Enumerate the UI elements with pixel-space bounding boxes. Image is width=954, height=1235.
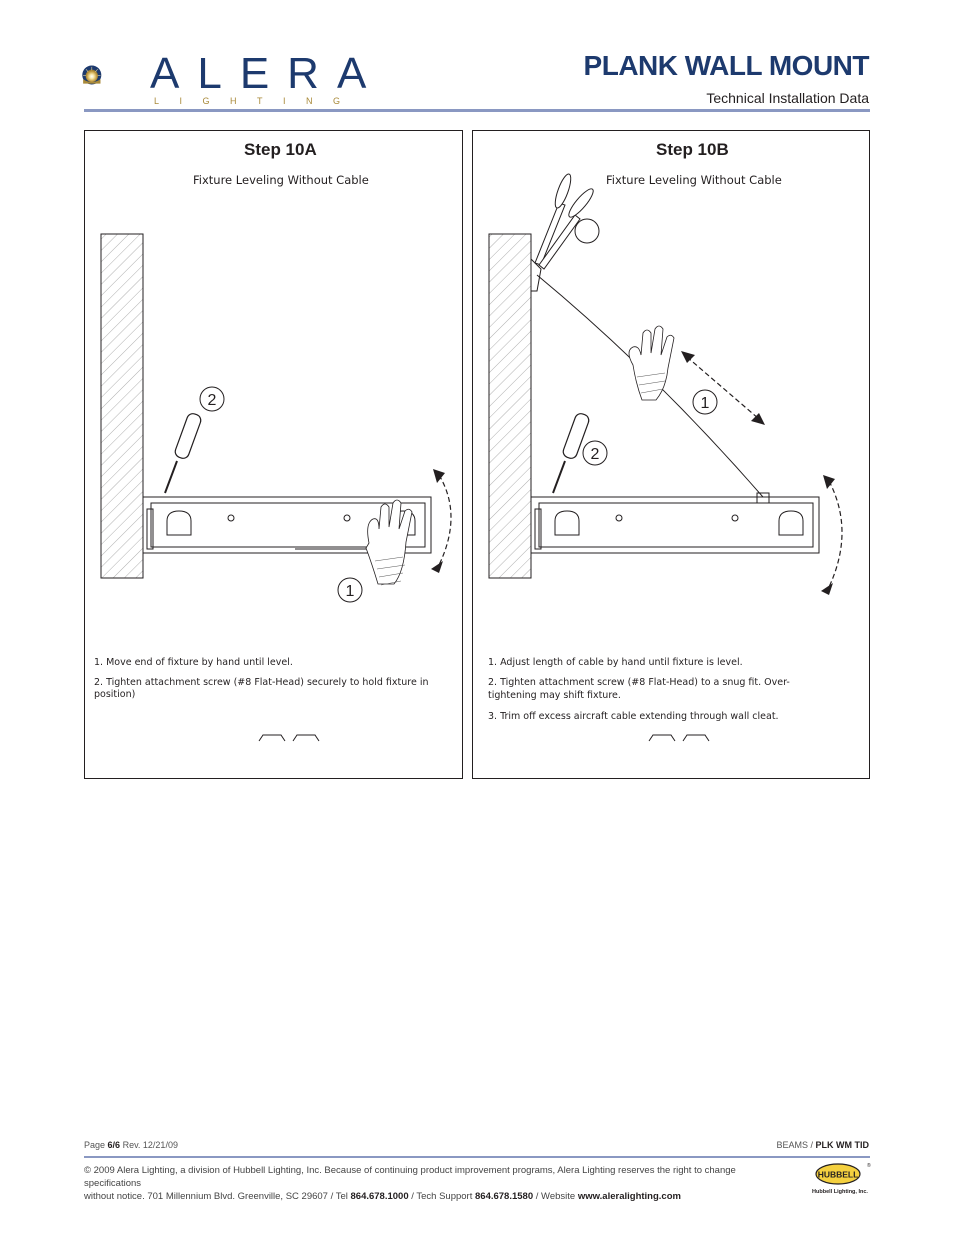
hand-icon bbox=[365, 499, 413, 586]
tel-number: 864.678.1000 bbox=[350, 1191, 409, 1202]
step-10b-callout-2: 2 bbox=[582, 440, 608, 466]
step-10a-title: Step 10A bbox=[244, 140, 317, 159]
brand-subtitle: LIGHTING bbox=[154, 96, 361, 106]
copyright-line-2: without notice. 701 Millennium Blvd. Gre… bbox=[84, 1190, 794, 1203]
step-10b-panel: Step 10B Fixture Leveling Without Cable bbox=[472, 130, 870, 779]
step-10a-subtitle: Fixture Leveling Without Cable bbox=[193, 173, 369, 187]
step-10b-note-1: 1. Adjust length of cable by hand until … bbox=[488, 657, 743, 668]
step-10a-callout-2: 2 bbox=[199, 386, 225, 412]
hubbell-caption: Hubbell Lighting, Inc. bbox=[812, 1189, 868, 1195]
step-10a-note-1: 1. Move end of fixture by hand until lev… bbox=[94, 657, 293, 668]
copyright: © 2009 Alera Lighting, a division of Hub… bbox=[84, 1164, 794, 1203]
wall bbox=[100, 233, 144, 579]
step-10b-callout-1: 1 bbox=[692, 389, 718, 415]
website-link[interactable]: www.aleralighting.com bbox=[577, 1191, 681, 1202]
page-number: 6/6 bbox=[107, 1140, 121, 1150]
step-10b-subtitle: Fixture Leveling Without Cable bbox=[606, 173, 782, 187]
step-10b-note-2: 2. Tighten attachment screw (#8 Flat-Hea… bbox=[488, 677, 790, 688]
screwdriver-icon bbox=[552, 413, 590, 494]
wall bbox=[488, 233, 532, 579]
rotation-arrow-icon bbox=[828, 480, 843, 588]
step-10b-illustration bbox=[488, 173, 843, 595]
callout-number: 1 bbox=[346, 583, 355, 600]
step-10b-note-2-cont: tightening may shift fixture. bbox=[488, 690, 621, 701]
document-title: PLANK WALL MOUNT bbox=[583, 50, 870, 81]
address-text: without notice. 701 Millennium Blvd. Gre… bbox=[84, 1191, 348, 1202]
step-10a-panel: Step 10A Fixture Leveling Without Cable bbox=[84, 130, 463, 779]
website-label: / Website bbox=[535, 1191, 576, 1202]
revision: Rev. 12/21/09 bbox=[122, 1140, 178, 1150]
hubbell-logo-text: HUBBELL bbox=[818, 1170, 859, 1180]
step-10b-page-marks bbox=[648, 734, 710, 742]
alera-logo bbox=[82, 65, 102, 85]
document-subtitle: Technical Installation Data bbox=[706, 90, 869, 106]
callout-number: 2 bbox=[208, 392, 217, 409]
callout-number: 2 bbox=[591, 446, 600, 463]
screwdriver-icon bbox=[164, 413, 202, 494]
step-10b-title: Step 10B bbox=[656, 140, 729, 159]
step-10a-page-marks bbox=[258, 734, 320, 742]
tech-number: 864.678.1580 bbox=[475, 1191, 534, 1202]
step-10b-note-3: 3. Trim off excess aircraft cable extend… bbox=[488, 711, 779, 722]
copyright-line-1: © 2009 Alera Lighting, a division of Hub… bbox=[84, 1165, 736, 1189]
svg-text:®: ® bbox=[867, 1162, 871, 1169]
hubbell-logo: HUBBELL ® Hubbell Lighting, Inc. bbox=[812, 1162, 871, 1195]
blank-callout-circle bbox=[574, 218, 600, 244]
step-10a-callout-1: 1 bbox=[337, 577, 363, 603]
series-code: PLK WM TID bbox=[815, 1140, 870, 1150]
wall-cleat bbox=[530, 257, 542, 292]
footer-rule bbox=[84, 1156, 870, 1158]
step-10a-illustration bbox=[100, 233, 452, 586]
series-info: BEAMS / PLK WM TID bbox=[776, 1140, 869, 1151]
series-prefix: BEAMS / bbox=[776, 1140, 813, 1150]
tech-label: / Tech Support bbox=[411, 1191, 473, 1202]
brand-name: ALERA bbox=[150, 49, 385, 98]
rotation-arrow-icon bbox=[438, 474, 452, 566]
page-info: Page 6/6 Rev. 12/21/09 bbox=[84, 1140, 178, 1151]
step-10a-note-2: 2. Tighten attachment screw (#8 Flat-Hea… bbox=[94, 677, 429, 700]
page-label: Page bbox=[84, 1140, 106, 1150]
fixture bbox=[530, 492, 820, 554]
callout-number: 1 bbox=[701, 395, 710, 412]
cable-cutter-icon bbox=[534, 173, 594, 270]
header-rule bbox=[84, 109, 870, 112]
hand-icon bbox=[628, 325, 675, 401]
